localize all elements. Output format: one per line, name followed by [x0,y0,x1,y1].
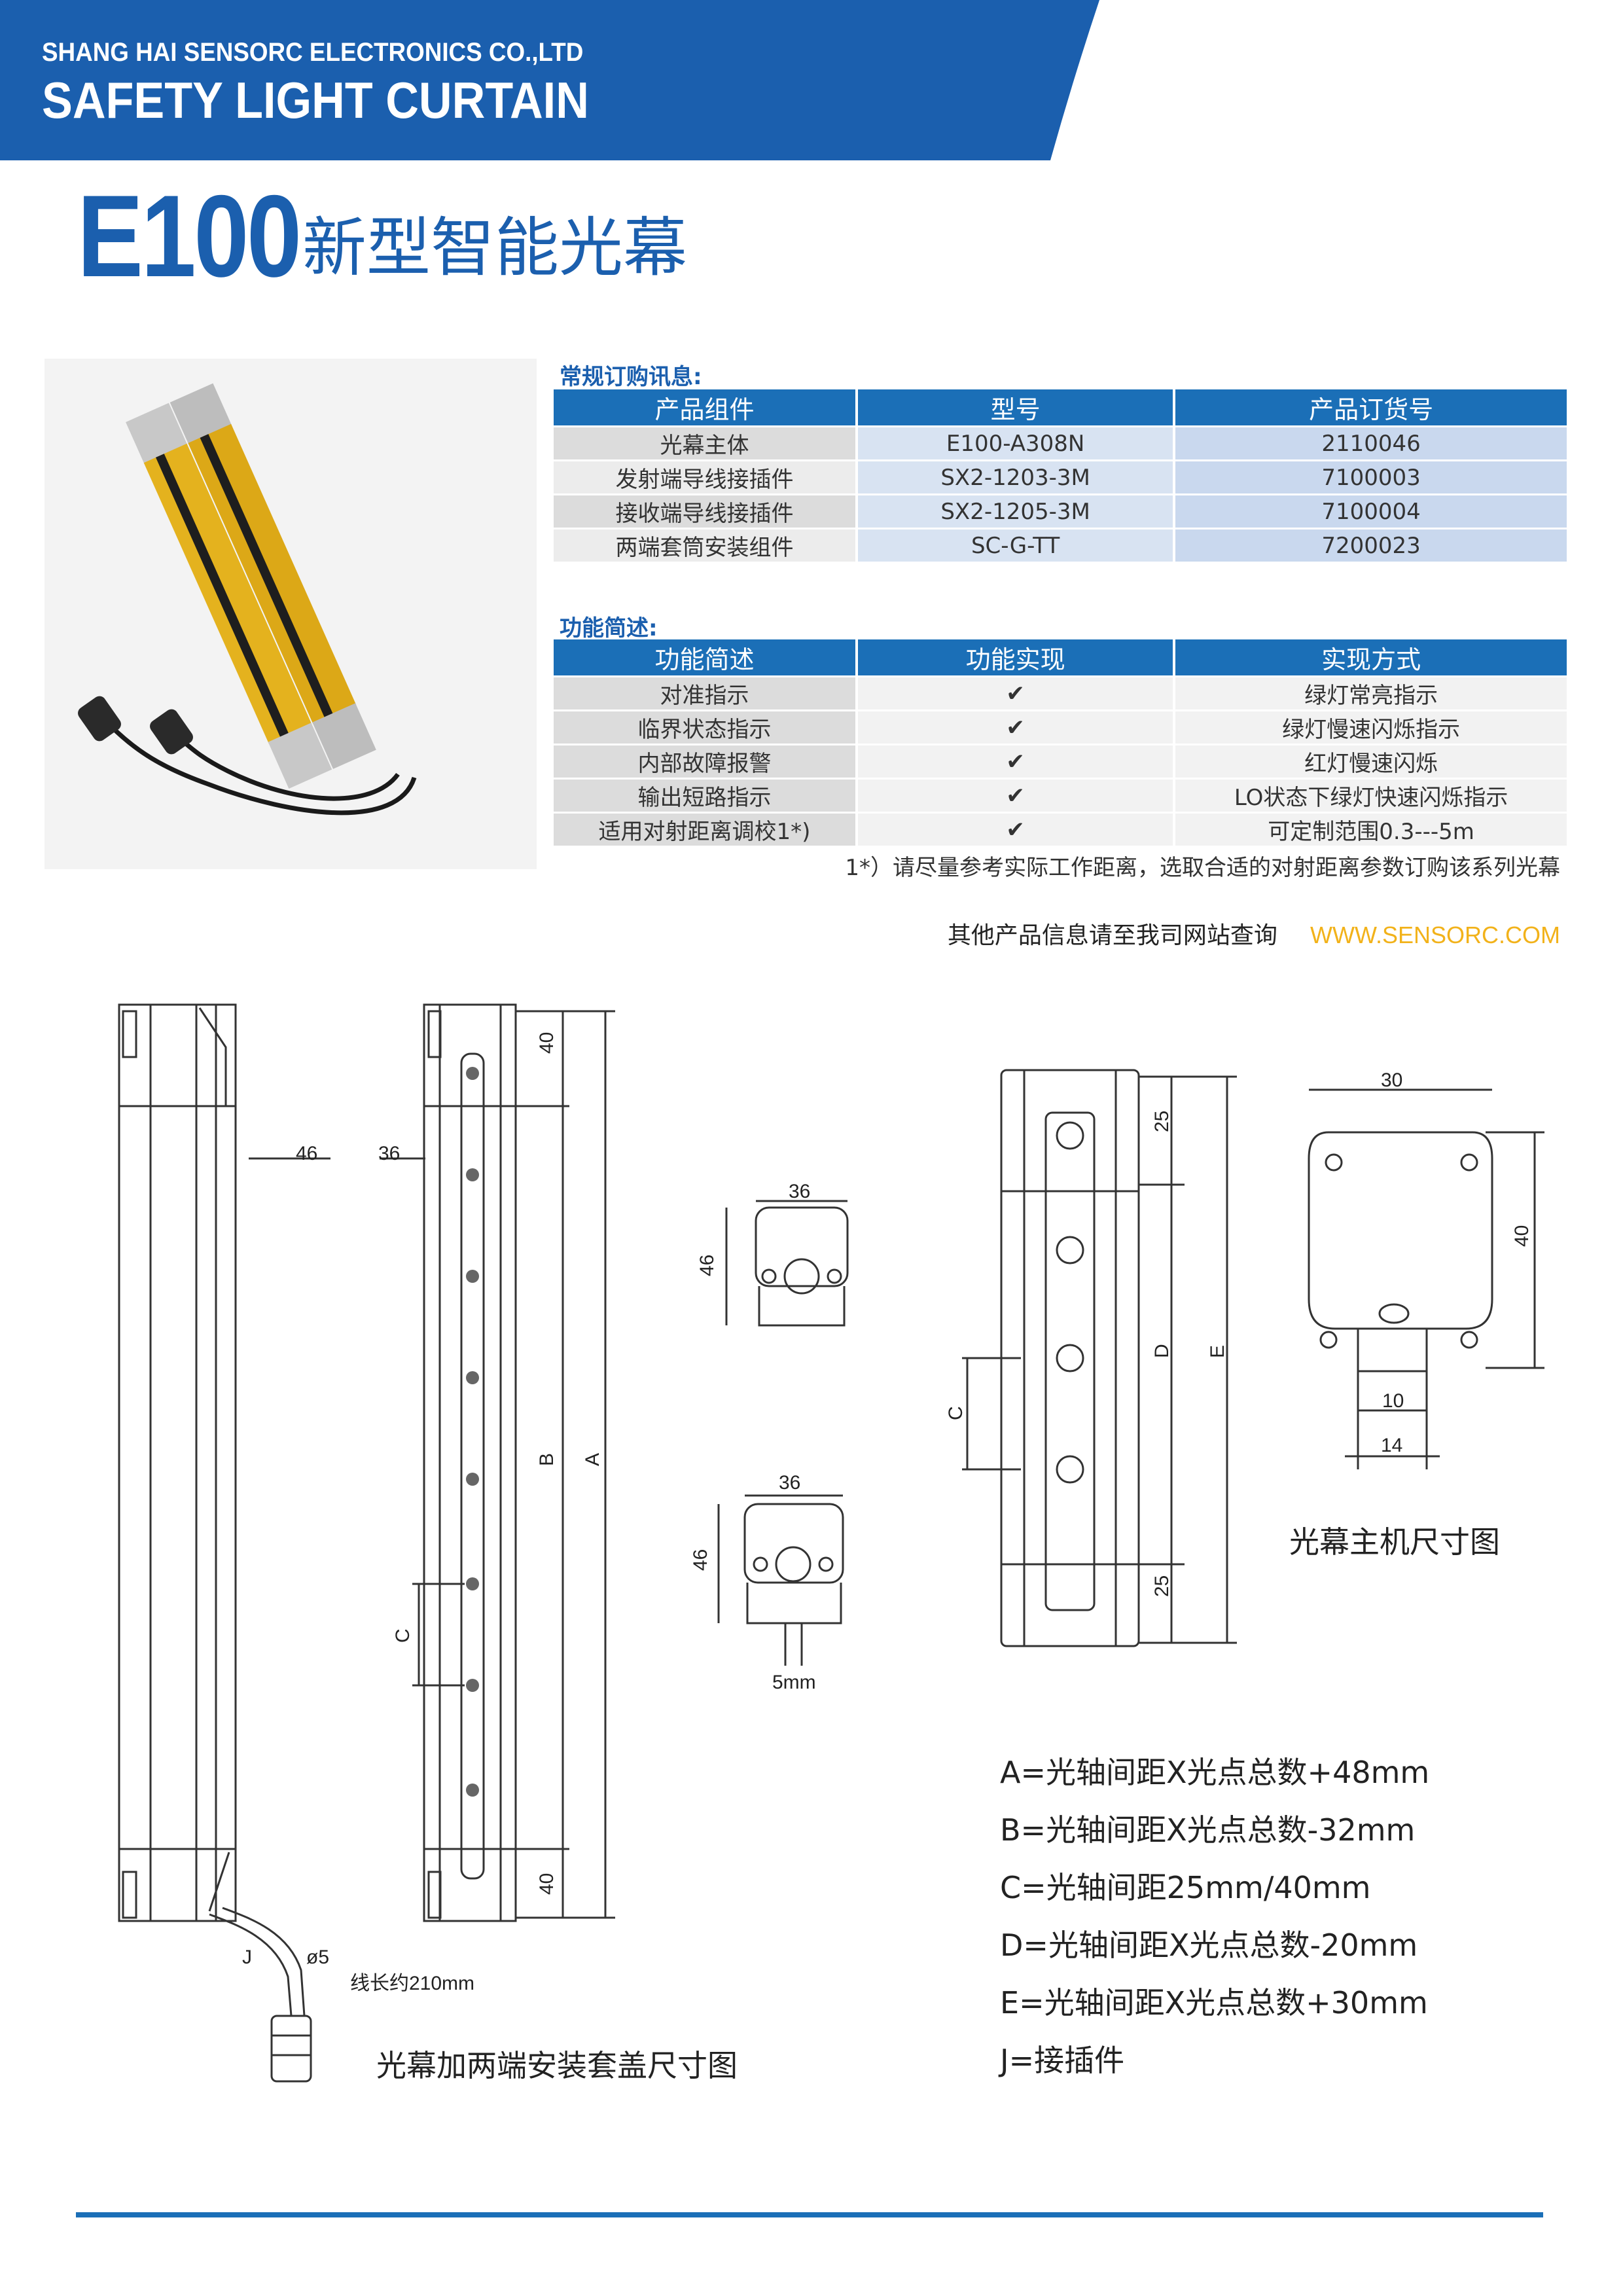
check-icon: ✔ [857,780,1173,812]
order-cell: 2110046 [1175,427,1567,459]
formula-E: E=光轴间距X光点总数+30mm [1000,1985,1428,2020]
dim-40-top: 40 [536,1032,558,1054]
order-header-order-no: 产品订货号 [1175,389,1567,425]
dim-40-end: 40 [1511,1225,1533,1247]
model-title: E100 [77,171,302,301]
dim-36-end: 36 [789,1181,810,1202]
formula-B: B=光轴间距X光点总数-32mm [1000,1812,1416,1848]
dim-A: A [582,1453,603,1466]
check-icon: ✔ [857,814,1173,846]
cable-length-label: 线长约210mm [350,1973,474,1994]
order-cell: SX2-1203-3M [857,461,1173,493]
table-row: 对准指示 ✔ 绿灯常亮指示 [554,677,1567,709]
function-header-desc: 功能简述 [554,639,855,675]
order-cell: 光幕主体 [554,427,855,459]
company-name: SHANG HAI SENSORC ELECTRONICS CO.,LTD [42,38,584,67]
check-icon: ✔ [857,677,1173,709]
dim-30: 30 [1381,1069,1402,1091]
function-header-method: 实现方式 [1175,639,1567,675]
order-cell: 7100004 [1175,495,1567,528]
dim-D: D [1151,1344,1173,1358]
website-text: 其他产品信息请至我司网站查询 [947,922,1277,949]
function-cell: 适用对射距离调校1*) [554,814,855,846]
function-info-title: 功能简述: [560,615,658,641]
dim-5mm: 5mm [772,1672,816,1693]
product-line-title: SAFETY LIGHT CURTAIN [42,71,589,129]
check-icon: ✔ [857,745,1173,778]
order-cell: 两端套筒安装组件 [554,529,855,562]
dim-46: 46 [296,1143,317,1164]
function-cell: 可定制范围0.3---5m [1175,814,1567,846]
bottom-divider [76,2212,1543,2217]
order-info-title: 常规订购讯息: [560,364,702,390]
function-footnote: 1*）请尽量参考实际工作距离，选取合适的对射距离参数订购该系列光幕 [845,855,1560,881]
dim-14: 14 [1381,1435,1402,1456]
website-url[interactable]: WWW.SENSORC.COM [1310,922,1560,948]
dim-B: B [536,1453,558,1466]
website-line: 其他产品信息请至我司网站查询 WWW.SENSORC.COM [948,916,1560,950]
function-cell: 输出短路指示 [554,780,855,812]
order-header-component: 产品组件 [554,389,855,425]
function-cell: 绿灯慢速闪烁指示 [1175,711,1567,744]
table-row: 两端套筒安装组件 SC-G-TT 7200023 [554,529,1567,562]
dim-phi5: ø5 [306,1946,329,1968]
product-photo [45,359,537,869]
order-info-table: 产品组件 型号 产品订货号 光幕主体 E100-A308N 2110046 发射… [551,387,1569,564]
formula-A: A=光轴间距X光点总数+48mm [1000,1755,1430,1790]
function-info-table: 功能简述 功能实现 实现方式 对准指示 ✔ 绿灯常亮指示 临界状态指示 ✔ 绿灯… [551,637,1569,848]
function-cell: 对准指示 [554,677,855,709]
dim-46-end: 46 [696,1255,718,1276]
product-name-title: 新型智能光幕 [302,211,688,285]
dim-C-host: C [945,1406,967,1420]
function-cell: 红灯慢速闪烁 [1175,745,1567,778]
table-row: 内部故障报警 ✔ 红灯慢速闪烁 [554,745,1567,778]
dim-C: C [392,1628,414,1643]
table-row: 临界状态指示 ✔ 绿灯慢速闪烁指示 [554,711,1567,744]
technical-drawings: 46 36 40 40 B A C J ø5 线长约210mm 36 46 36… [118,1003,1544,2083]
function-cell: 绿灯常亮指示 [1175,677,1567,709]
dim-36-end2: 36 [779,1472,800,1494]
mount-cover-caption: 光幕加两端安装套盖尺寸图 [376,2048,738,2083]
formula-J: J=接插件 [1000,2043,1125,2078]
header-band [0,0,1099,160]
dim-E: E [1207,1345,1228,1358]
host-dims-caption: 光幕主机尺寸图 [1289,1524,1500,1560]
function-cell: 内部故障报警 [554,745,855,778]
check-icon: ✔ [857,711,1173,744]
order-cell: E100-A308N [857,427,1173,459]
table-row: 接收端导线接插件 SX2-1205-3M 7100004 [554,495,1567,528]
formula-C: C=光轴间距25mm/40mm [1000,1870,1371,1905]
order-cell: 发射端导线接插件 [554,461,855,493]
order-cell: 7200023 [1175,529,1567,562]
dim-40-bottom: 40 [536,1873,558,1895]
formula-D: D=光轴间距X光点总数-20mm [1000,1928,1418,1963]
order-cell: 7100003 [1175,461,1567,493]
table-row: 适用对射距离调校1*) ✔ 可定制范围0.3---5m [554,814,1567,846]
table-row: 光幕主体 E100-A308N 2110046 [554,427,1567,459]
dim-36: 36 [378,1143,400,1164]
order-cell: SC-G-TT [857,529,1173,562]
order-cell: SX2-1205-3M [857,495,1173,528]
dim-25-top: 25 [1151,1111,1173,1132]
order-cell: 接收端导线接插件 [554,495,855,528]
dim-J: J [242,1946,252,1968]
table-row: 发射端导线接插件 SX2-1203-3M 7100003 [554,461,1567,493]
table-row: 输出短路指示 ✔ LO状态下绿灯快速闪烁指示 [554,780,1567,812]
order-header-model: 型号 [857,389,1173,425]
dim-46-end2: 46 [690,1549,711,1571]
function-cell: LO状态下绿灯快速闪烁指示 [1175,780,1567,812]
dim-10: 10 [1382,1390,1404,1412]
function-cell: 临界状态指示 [554,711,855,744]
function-header-impl: 功能实现 [857,639,1173,675]
dim-25-bottom: 25 [1151,1575,1173,1597]
